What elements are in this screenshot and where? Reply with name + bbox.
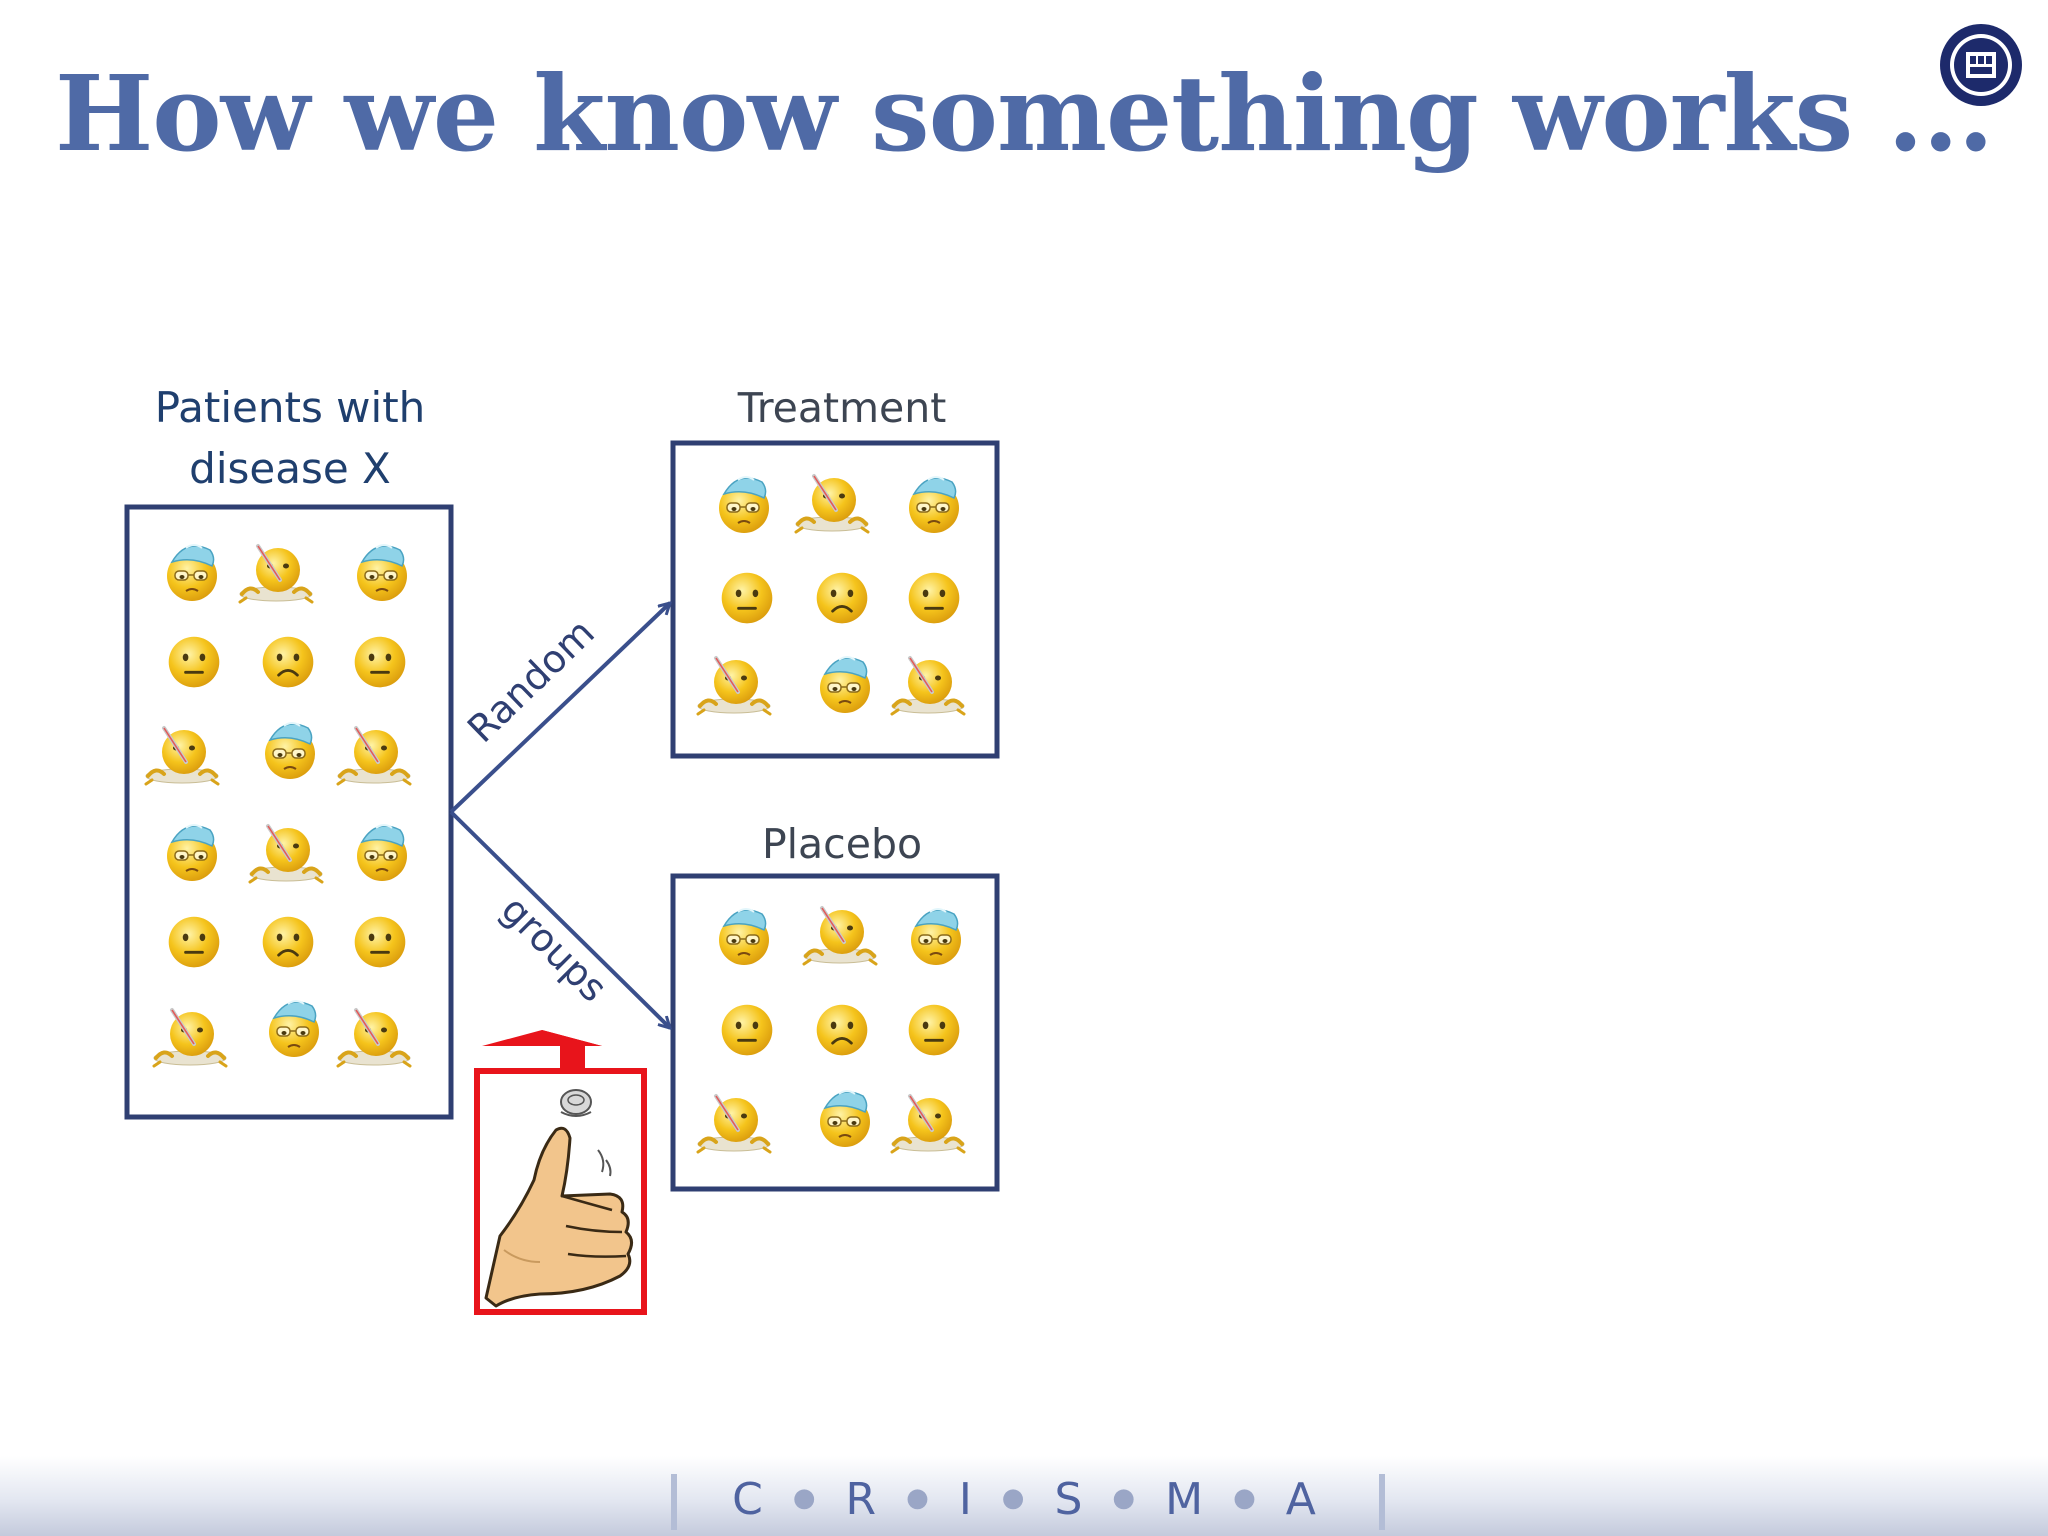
arrow-label-random: Random [459,610,603,751]
arrow-label-groups: groups [493,887,616,1010]
placebo-label: Placebo [762,820,922,868]
footer-divider-left [671,1474,677,1530]
footer-dot: ● [1001,1483,1025,1513]
neutral-face-icon [720,1003,774,1057]
up-arrow-head [482,1030,602,1046]
thumb-coin-flip-icon [484,1089,633,1308]
footer-letter: S [1054,1474,1083,1525]
neutral-face-icon [353,635,407,689]
sad-face-icon [261,915,315,969]
arrow-to-placebo [449,810,670,1028]
footer-letter: C [732,1474,763,1525]
neutral-face-icon [907,571,961,625]
neutral-face-icon [167,635,221,689]
source-label-line1: Patients with [155,383,426,432]
treatment-label: Treatment [737,384,947,432]
footer-letter: R [845,1474,877,1525]
treatment-faces [696,474,966,716]
footer-dot: ● [1112,1483,1136,1513]
sad-face-icon [261,635,315,689]
footer-letter: M [1165,1474,1204,1525]
arrow-to-treatment [449,603,670,814]
neutral-face-icon [353,915,407,969]
source-label-line2: disease X [189,444,391,493]
footer-dot: ● [792,1483,816,1513]
university-seal-icon [1940,24,2022,106]
neutral-face-icon [720,571,774,625]
footer-bar [0,1456,2048,1536]
slide-title: How we know something works ... [55,52,1994,175]
neutral-face-icon [907,1003,961,1057]
footer-dot: ● [1233,1483,1256,1513]
footer-brand: C ● R ● I ● S ● M ● A [0,1474,2048,1525]
footer-divider-right [1379,1474,1385,1530]
sad-face-icon [815,571,869,625]
footer-letter: I [958,1474,972,1525]
sad-face-icon [815,1003,869,1057]
placebo-faces [696,906,966,1154]
footer-letter: A [1285,1474,1316,1525]
footer-dot: ● [906,1483,929,1513]
neutral-face-icon [167,915,221,969]
